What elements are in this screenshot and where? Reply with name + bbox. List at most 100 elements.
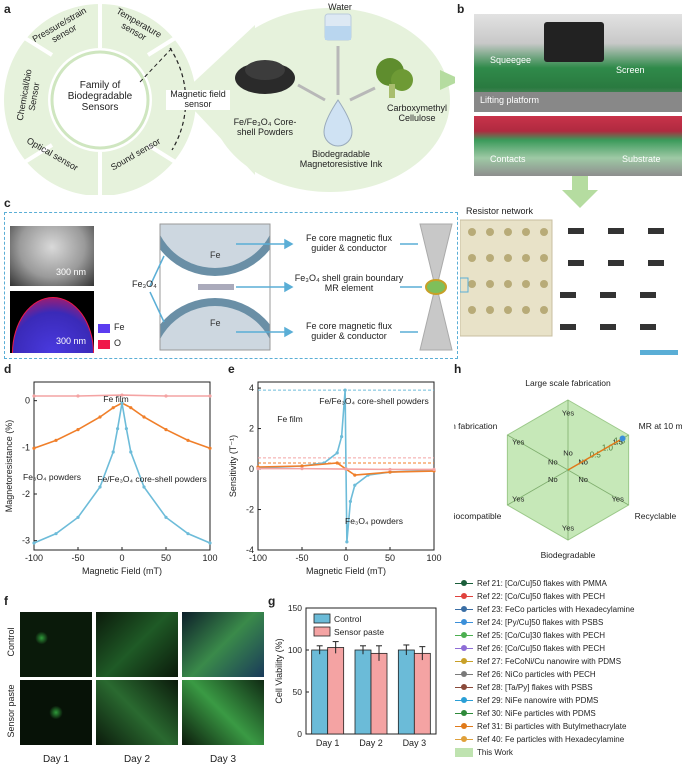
legend-item: Ref 25: [Co/Cu]30 flakes with PECH (455, 630, 605, 641)
radar-spoke (507, 469, 569, 506)
x-tick-label: Day 2 (359, 738, 383, 748)
legend-o-swatch (98, 340, 110, 349)
legend-text: Ref 27: FeCoNi/Cu nanowire with PDMS (477, 657, 622, 666)
data-point (129, 406, 133, 410)
legend-fe-swatch (98, 324, 110, 333)
data-point (208, 541, 212, 545)
data-point (54, 438, 58, 442)
panel-label-g: g (268, 594, 276, 608)
radar-axis-label-2: Recyclable (635, 511, 677, 521)
legend-text: Ref 25: [Co/Cu]30 flakes with PECH (477, 631, 606, 640)
x-tick-label: 100 (426, 553, 441, 563)
radar-spoke (507, 434, 569, 471)
cell-image-paste-day3 (182, 680, 264, 745)
legend-text: This Work (477, 748, 513, 757)
legend-item: Ref 30: NiFe particles with PDMS (455, 708, 596, 719)
radar-value-5: Yes (512, 437, 524, 446)
bar-0-0 (311, 649, 329, 735)
row-label-sensor-paste: Sensor paste (6, 684, 17, 738)
data-point (340, 435, 344, 439)
data-point (388, 470, 392, 474)
data-point (186, 438, 190, 442)
x-tick-label: -50 (71, 553, 84, 563)
x-tick-label: 0 (343, 553, 348, 563)
data-point (335, 461, 339, 465)
data-point (353, 473, 357, 477)
water-label: Water (328, 2, 352, 12)
legend-marker (455, 736, 473, 743)
col-label-day1: Day 1 (42, 754, 70, 765)
annotation-2: Fe₃O₄ powders (345, 516, 403, 526)
annotation-2: Fe/Fe₃O₄ core-shell powders (97, 474, 206, 484)
bar-1-1 (370, 652, 388, 735)
x-tick-label: 100 (202, 553, 217, 563)
legend-item: Ref 28: [Ta/Py] flakes with PSBS (455, 682, 593, 693)
y-tick-label: -4 (246, 545, 254, 555)
radar-value-2: Yes (612, 495, 624, 504)
legend-swatch-0 (313, 613, 331, 624)
panel-c-frame (4, 212, 458, 359)
data-point (76, 515, 80, 519)
data-point (98, 485, 102, 489)
legend-marker (455, 684, 473, 691)
legend-marker (455, 580, 473, 587)
col-label-day3: Day 3 (209, 754, 237, 765)
y-tick-label: -2 (246, 505, 254, 515)
panel-a-diagram (4, 4, 455, 195)
data-point (32, 446, 36, 450)
data-point (256, 467, 260, 471)
data-point (98, 415, 102, 419)
panel-label-c: c (4, 196, 11, 210)
radar-value-4: Yes (512, 495, 524, 504)
x-tick-label: 50 (161, 553, 171, 563)
radar-no-label-4: No (548, 475, 558, 484)
fe3o4-label: Fe₃O₄ (132, 279, 157, 289)
x-tick-label: -100 (25, 553, 43, 563)
legend-marker (455, 658, 473, 665)
sector-magnetic-field: Magnetic field sensor (166, 89, 230, 110)
radar-no-label-3: No (578, 475, 588, 484)
data-point (345, 540, 349, 544)
data-point (142, 485, 146, 489)
panel-label-f: f (4, 594, 8, 608)
legend-text: Ref 29: NiFe nanowire with PDMS (477, 696, 599, 705)
data-point (300, 464, 304, 468)
cell-image-control-day3 (182, 612, 264, 677)
data-point (142, 415, 146, 419)
data-point (111, 406, 115, 410)
data-point (120, 393, 124, 397)
x-axis-label: Magnetic Field (mT) (82, 566, 162, 576)
core-label-bottom: Fe (210, 318, 221, 328)
radar-axis-label-4: Biocompatible (454, 511, 502, 521)
radar-value-3: Yes (562, 523, 574, 532)
legend-label-1: Sensor paste (334, 627, 384, 637)
data-point (208, 394, 212, 398)
legend-item: Ref 29: NiFe nanowire with PDMS (455, 695, 598, 706)
resistor-network-label: Resistor network (466, 206, 534, 216)
legend-item: Ref 26: NiCo particles with PECH (455, 669, 596, 680)
legend-item: Ref 22: [Co/Cu]50 flakes with PECH (455, 591, 605, 602)
x-tick-label: 50 (385, 553, 395, 563)
legend-item: Ref 31: Bi particles with Butylmethacryl… (455, 721, 626, 732)
data-point (343, 388, 347, 392)
legend-label-0: Control (334, 614, 362, 624)
contacts-label: Contacts (490, 154, 526, 164)
legend-item: Ref 26: [Co/Cu]50 flakes with PECH (455, 643, 605, 654)
legend-text: Ref 28: [Ta/Py] flakes with PSBS (477, 683, 593, 692)
core-shell-diagram: Fe Fe (149, 223, 453, 351)
legend-text: Ref 40: Fe particles with Hexadecylamine (477, 735, 625, 744)
substrate-photo (474, 116, 682, 176)
scale-bar-2: 300 nm (56, 336, 87, 346)
legend-marker (455, 593, 473, 600)
col-label-day2: Day 2 (123, 754, 151, 765)
x-tick-label: -100 (249, 553, 267, 563)
data-point (111, 450, 115, 454)
substrate-label: Substrate (622, 154, 661, 164)
radar-axis-label-3: Biodegradable (541, 550, 596, 560)
data-point (432, 467, 436, 472)
y-axis-label: Magnetoresistance (%) (4, 420, 14, 513)
x-tick-label: -50 (295, 553, 308, 563)
y-tick-label: 4 (249, 383, 254, 393)
